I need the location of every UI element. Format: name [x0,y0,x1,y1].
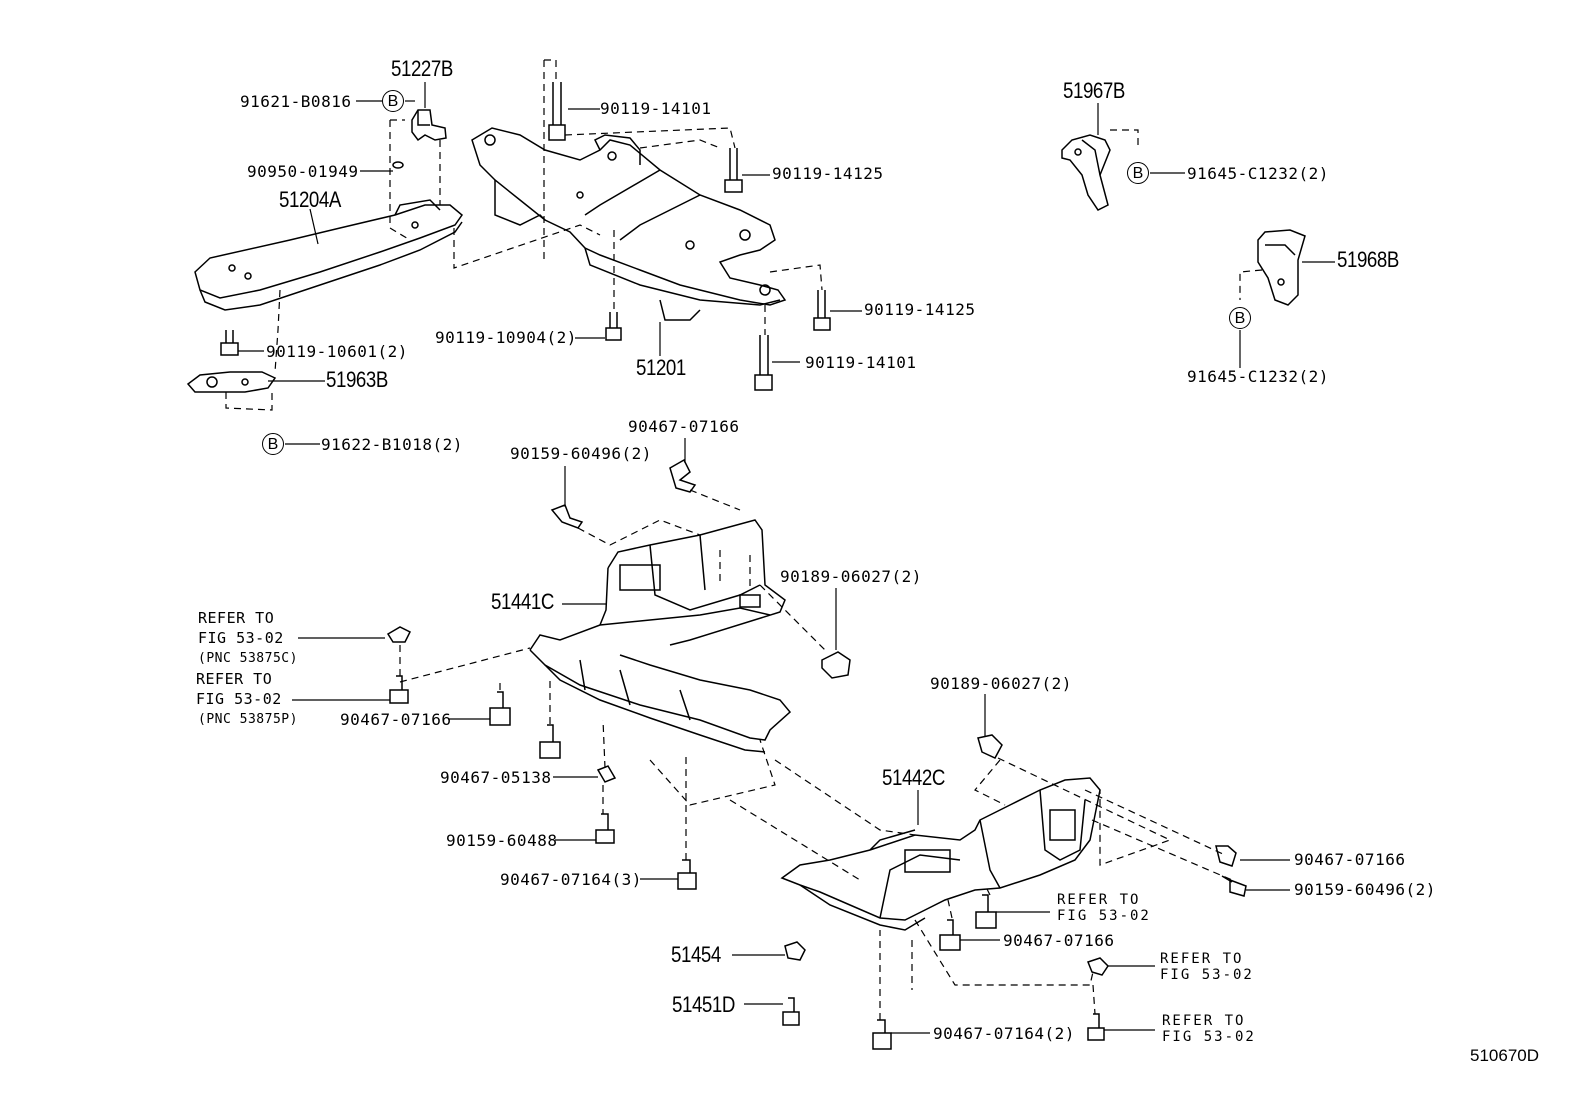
part-label: 90119-14101 [805,353,917,372]
member-51204A [194,199,464,311]
part-label: 91622-B1018(2) [321,435,463,454]
part-label: 90467-07166 [1294,850,1406,869]
part-label: 90159-60496(2) [510,444,652,463]
refer-note: FIG 53-02 [1160,967,1254,983]
part-label: 51441C [491,589,554,614]
crossmember-51201 [471,127,787,321]
b-marker: B [1127,162,1149,184]
refer-note: REFER TO [1162,1013,1246,1029]
b-marker: B [1229,307,1251,329]
part-label: 90467-07164(3) [500,870,642,889]
bracket-51967B [1061,134,1111,211]
refer-note: FIG 53-02 [198,629,284,647]
part-label: 90189-06027(2) [930,674,1072,693]
part-label: 90119-14125 [772,164,884,183]
part-label: 90189-06027(2) [780,567,922,586]
part-label: 90119-14101 [600,99,712,118]
part-label: 51963B [326,367,388,392]
bracket-51968B [1257,229,1306,306]
refer-note: REFER TO [1160,951,1244,967]
refer-note: REFER TO [1057,892,1141,908]
diagram-code: 510670D [1470,1046,1540,1065]
part-label: 51201 [636,355,686,380]
refer-note: REFER TO [198,609,275,627]
part-label: 51227B [391,56,453,81]
part-label: 91645-C1232(2) [1187,164,1329,183]
part-label: 90467-07166 [340,710,452,729]
dashed-guide-lines [225,59,1263,1020]
pnc-note: (PNC 53875P) [198,712,298,727]
b-marker: B [382,90,404,112]
part-label: 90950-01949 [247,162,359,181]
plate-51963B [186,371,277,393]
bolt-group-upper [220,82,831,391]
pnc-note: (PNC 53875C) [198,651,298,666]
part-label: 51442C [882,765,945,790]
part-label: 90159-60496(2) [1294,880,1436,899]
part-label: 90119-10601(2) [266,342,408,361]
part-label: 90467-07166 [628,417,740,436]
refer-note: FIG 53-02 [1162,1029,1256,1045]
part-label: 51451D [672,992,735,1017]
part-label: 90159-60488 [446,831,558,850]
part-label: 90119-14125 [864,300,976,319]
part-label: 51454 [671,942,721,967]
b-marker: B [262,433,284,455]
part-label: 91645-C1232(2) [1187,367,1329,386]
leader-lines [238,82,1335,1034]
refer-note: FIG 53-02 [196,690,282,708]
fastener-group-lower [386,458,1247,1050]
undercover-51441C [529,519,792,753]
part-label: 90119-10904(2) [435,328,577,347]
part-label: 90467-05138 [440,768,552,787]
part-label: 51204A [279,187,341,212]
part-label: 90467-07164(2) [933,1024,1075,1043]
refer-note: FIG 53-02 [1057,908,1151,924]
refer-note: REFER TO [196,670,273,688]
undercover-51442C [780,777,1101,931]
bracket-51227B [411,109,447,142]
part-label: 91621-B0816 [240,92,352,111]
part-label: 51968B [1337,247,1399,272]
part-label: 51967B [1063,78,1125,103]
part-label: 90467-07166 [1003,931,1115,950]
